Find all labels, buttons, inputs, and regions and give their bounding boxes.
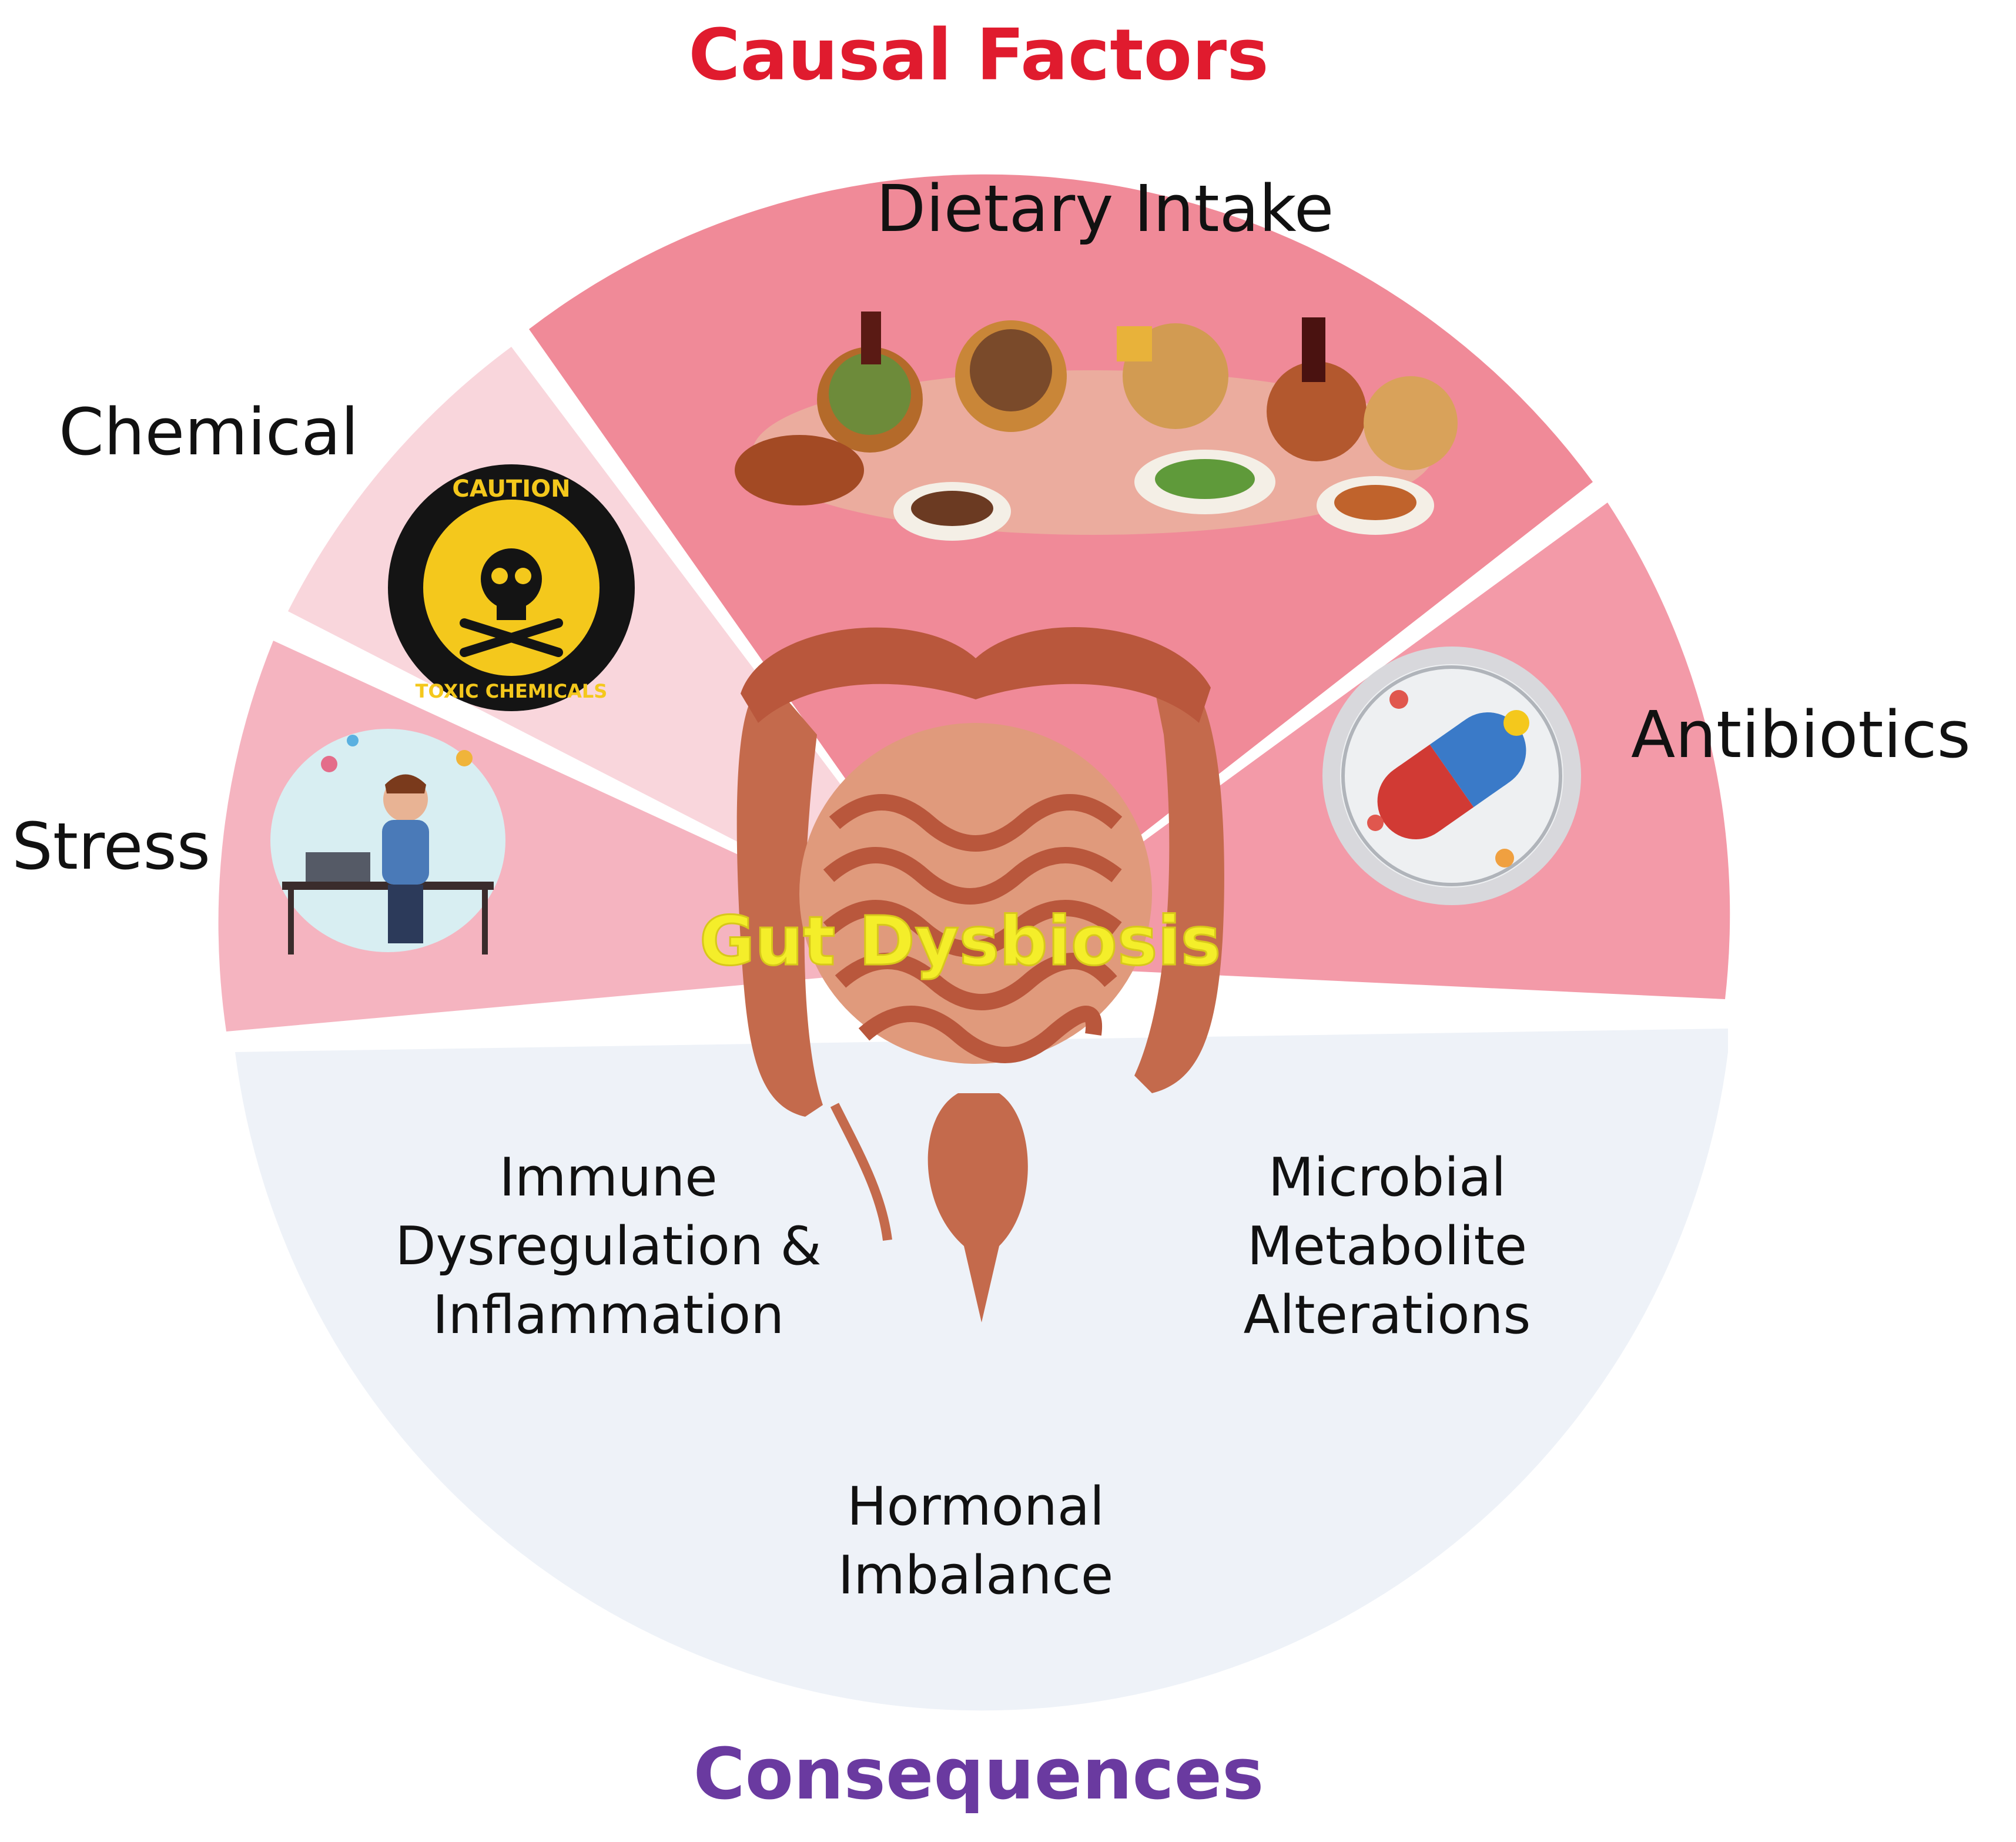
immune-consequence: Immune Dysregulation & Inflammation (329, 1143, 888, 1349)
microbial-line-1: Microbial (1268, 1147, 1506, 1208)
microbial-line-2: Metabolite (1247, 1215, 1528, 1277)
intestines-illustration (736, 627, 1224, 1322)
caution-sign-top-text: CAUTION (452, 475, 571, 503)
gut-dysbiosis-label: Gut Dysbiosis (698, 902, 1221, 981)
caution-sign-bottom-text: TOXIC CHEMICALS (415, 680, 608, 702)
hormonal-consequence: Hormonal Imbalance (764, 1472, 1187, 1610)
stress-label: Stress (12, 809, 211, 884)
antibiotics-label: Antibiotics (1631, 697, 1971, 772)
immune-line-3: Inflammation (432, 1284, 785, 1346)
dietary-intake-label: Dietary Intake (876, 171, 1334, 246)
microbial-consequence: Microbial Metabolite Alterations (1152, 1143, 1622, 1349)
caution-sign-icon (388, 464, 635, 711)
immune-line-2: Dysregulation & (395, 1215, 822, 1277)
microbial-line-3: Alterations (1243, 1284, 1531, 1346)
hormonal-line-2: Imbalance (838, 1545, 1114, 1606)
hormonal-line-1: Hormonal (846, 1476, 1105, 1538)
consequences-heading: Consequences (693, 1734, 1264, 1816)
causal-factors-heading: Causal Factors (688, 15, 1269, 96)
consequences-sector (235, 1029, 1728, 1711)
chemical-label: Chemical (59, 394, 359, 470)
pill-capsule-icon (1322, 647, 1581, 905)
fast-food-icon (735, 312, 1458, 541)
immune-line-1: Immune (499, 1147, 718, 1208)
stressed-worker-icon (270, 729, 505, 955)
